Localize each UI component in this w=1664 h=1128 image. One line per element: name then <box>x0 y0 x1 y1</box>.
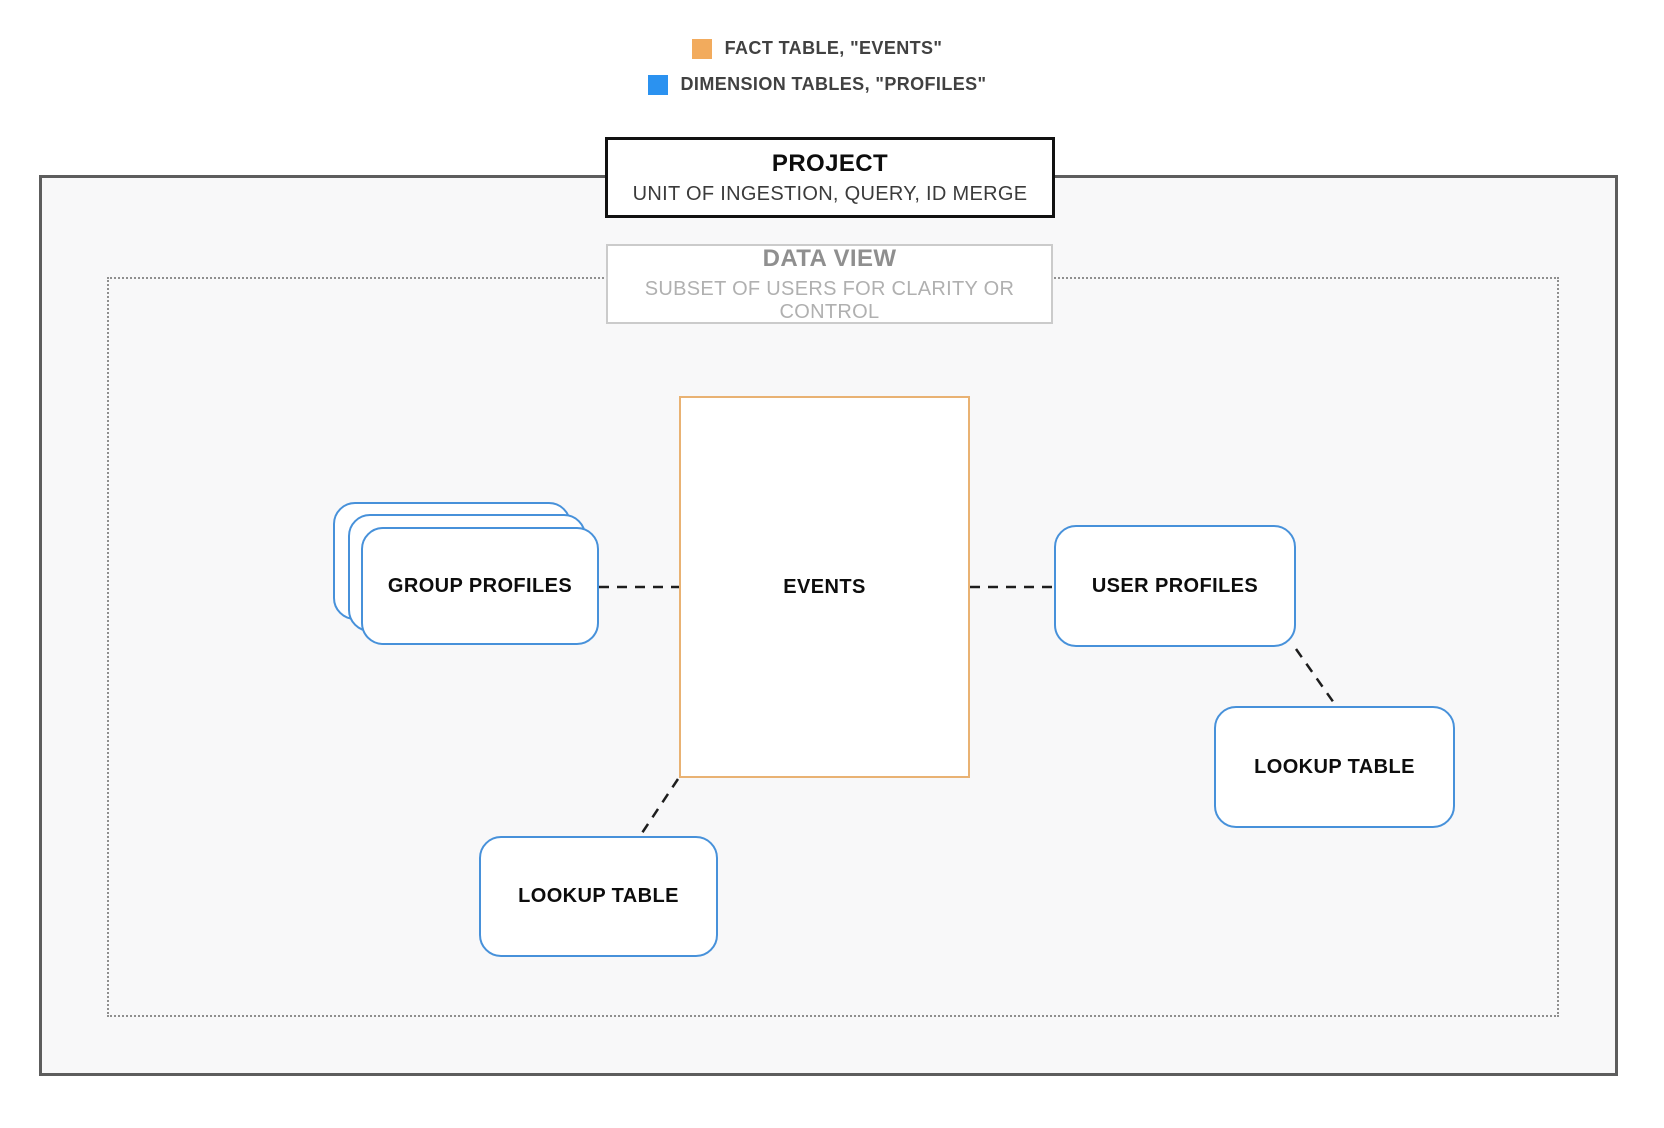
lookup-table-left-node: LOOKUP TABLE <box>479 836 718 957</box>
legend-dimension-tables-label: DIMENSION TABLES, "PROFILES" <box>680 74 987 94</box>
events-node: EVENTS <box>679 396 970 778</box>
data-view-subtitle: SUBSET OF USERS FOR CLARITY OR CONTROL <box>644 277 1015 323</box>
data-view-title: DATA VIEW <box>762 244 897 272</box>
project-title: PROJECT <box>771 149 889 177</box>
data-view-box: DATA VIEW SUBSET OF USERS FOR CLARITY OR… <box>606 244 1053 324</box>
dimension-tables-swatch-icon <box>647 74 668 95</box>
legend-item-dimension-tables: DIMENSION TABLES, "PROFILES" <box>647 74 987 95</box>
connector-user-profiles-lookup-table <box>1294 648 1336 704</box>
group-profiles-node: GROUP PROFILES <box>361 527 599 645</box>
user-profiles-node: USER PROFILES <box>1054 525 1296 647</box>
user-profiles-label: USER PROFILES <box>1091 574 1259 597</box>
lookup-table-left-label: LOOKUP TABLE <box>518 885 679 907</box>
fact-table-swatch-icon <box>691 38 712 59</box>
legend: FACT TABLE, "EVENTS" DIMENSION TABLES, "… <box>0 38 1634 95</box>
project-subtitle: UNIT OF INGESTION, QUERY, ID MERGE <box>632 182 1028 205</box>
legend-item-fact-table: FACT TABLE, "EVENTS" <box>691 38 943 59</box>
connector-events-lookup-table <box>640 778 680 834</box>
group-profiles-label: GROUP PROFILES <box>387 574 573 597</box>
lookup-table-right-label: LOOKUP TABLE <box>1254 755 1415 778</box>
project-box: PROJECT UNIT OF INGESTION, QUERY, ID MER… <box>605 137 1055 218</box>
legend-fact-table-label: FACT TABLE, "EVENTS" <box>724 38 943 58</box>
lookup-table-right-node: LOOKUP TABLE <box>1214 706 1455 828</box>
events-label: EVENTS <box>783 575 866 598</box>
